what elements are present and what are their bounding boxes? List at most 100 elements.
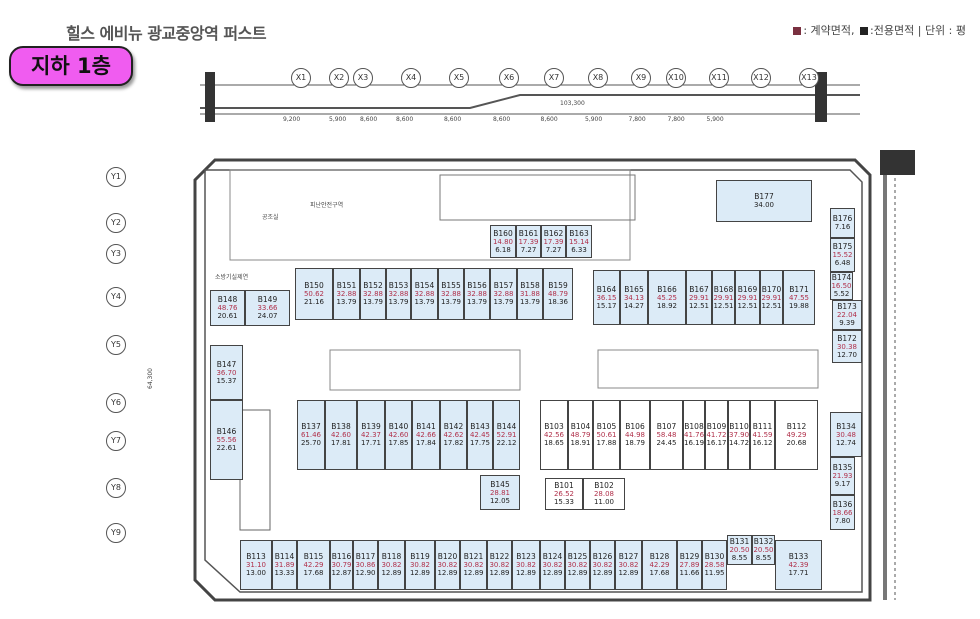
- unit-label: B113: [246, 552, 266, 561]
- unit-exclusive-area: 12.89: [542, 569, 563, 577]
- unit-label: B147: [216, 359, 237, 369]
- unit-contract-area: 30.82: [515, 561, 537, 569]
- x-dimension: 8,600: [360, 116, 378, 123]
- unit-exclusive-area: 15.37: [216, 376, 237, 385]
- unit-contract-area: 14.80: [492, 237, 514, 246]
- unit-label: B105: [596, 422, 617, 431]
- unit-exclusive-area: 13.79: [414, 298, 435, 306]
- unit-label: B123: [516, 552, 536, 561]
- unit-contract-area: 42.60: [388, 431, 409, 439]
- unit-contract-area: 49.29: [786, 431, 807, 439]
- unit-contract-area: 32.88: [388, 290, 409, 298]
- unit-exclusive-area: 13.79: [440, 298, 462, 306]
- room-refuge: 피난안전구역: [310, 202, 344, 209]
- unit-contract-area: 30.82: [409, 561, 431, 569]
- unit-label: B119: [410, 552, 430, 561]
- axis-y-3: Y3: [106, 244, 126, 264]
- unit-contract-area: 30.82: [489, 561, 510, 569]
- unit-exclusive-area: 17.85: [388, 439, 409, 447]
- unit-label: B153: [388, 281, 409, 290]
- unit-exclusive-area: 13.79: [466, 298, 488, 306]
- unit-label: B112: [786, 422, 807, 431]
